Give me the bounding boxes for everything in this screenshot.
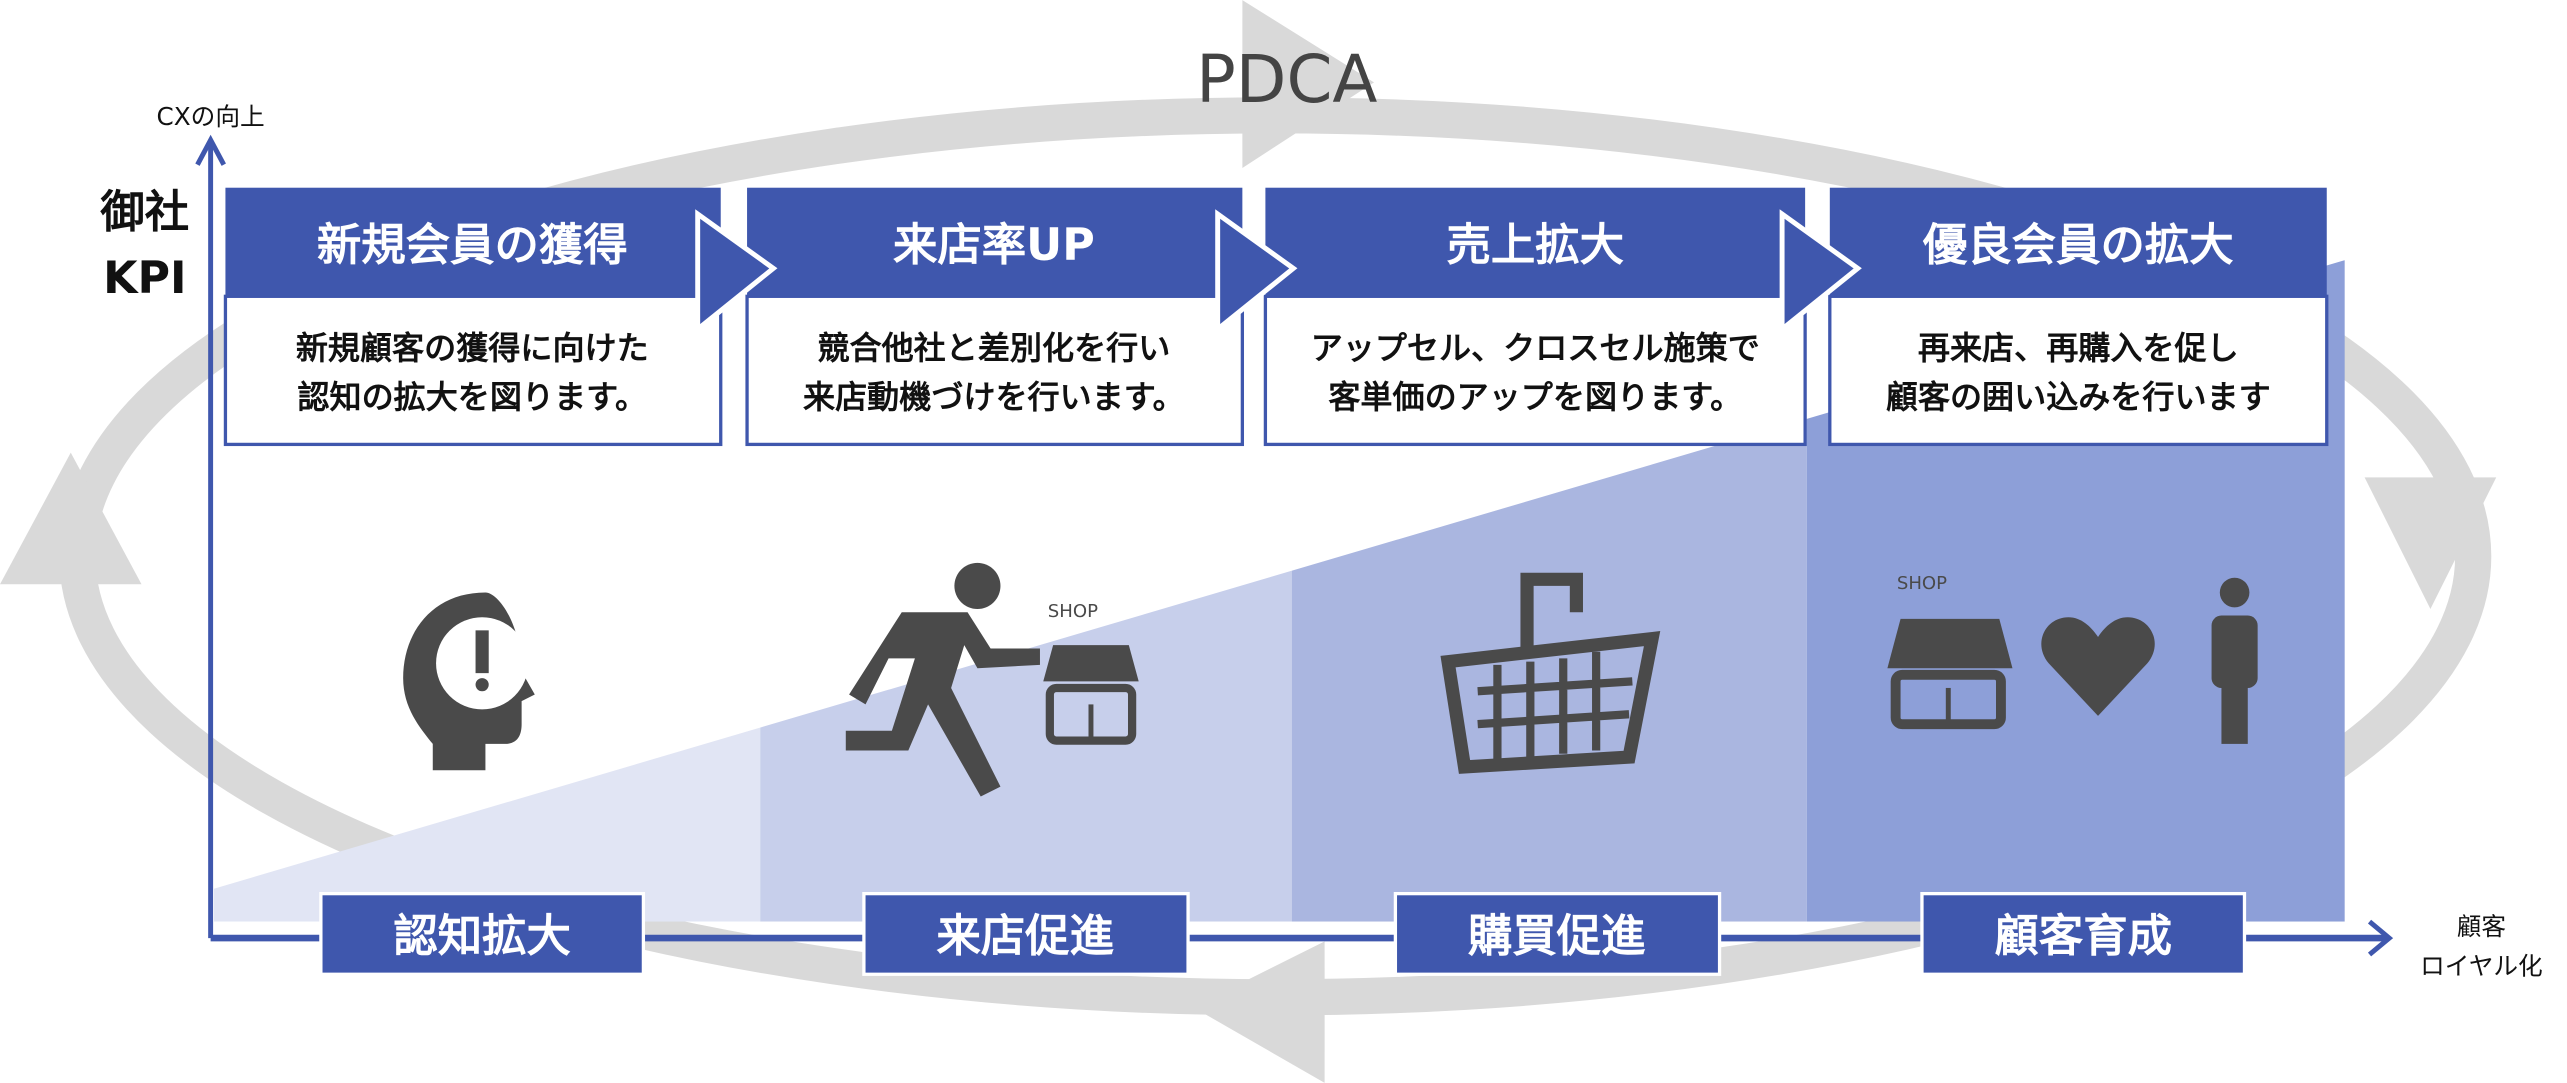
kpi-label-line1: 御社 (99, 187, 189, 238)
step-card-4: 優良会員の拡大 再来店、再購入を促し 顧客の囲い込みを行います (1828, 187, 2329, 447)
step-header: 来店率UP (893, 220, 1095, 271)
step-desc-line2: 客単価のアップを図ります。 (1328, 378, 1742, 416)
step-desc-line1: 再来店、再購入を促し (1918, 329, 2239, 367)
stage-text: 購買促進 (1468, 911, 1646, 962)
cycle-arrow-down-icon (2364, 477, 2497, 609)
step-desc-line1: 新規顧客の獲得に向けた (296, 329, 649, 367)
step-header: 新規会員の獲得 (317, 220, 628, 271)
stage-label-1: 認知拡大 (319, 891, 646, 976)
chevron-right-icon (1779, 209, 1862, 335)
pdca-cycle (0, 0, 2497, 1083)
step-desc-line2: 来店動機づけを行います。 (803, 378, 1185, 416)
chevron-right-icon (695, 209, 778, 335)
cycle-arrow-up-icon (0, 452, 142, 585)
step-card-2: 来店率UP 競合他社と差別化を行い 来店動機づけを行います。 (745, 187, 1245, 447)
step-desc-line2: 顧客の囲い込みを行います (1886, 378, 2271, 416)
stage-label-4: 顧客育成 (1920, 891, 2247, 976)
y-axis-label: CXの向上 (157, 102, 265, 131)
shopping-basket-icon (1440, 572, 1661, 774)
step-desc-line1: アップセル、クロスセル施策で (1311, 329, 1760, 367)
x-axis-arrow-icon (2367, 919, 2394, 957)
stage-label-2: 来店促進 (862, 891, 1190, 976)
stage-label-3: 購買促進 (1393, 891, 1722, 976)
chevron-right-icon (1215, 209, 1298, 335)
step-header: 優良会員の拡大 (1922, 220, 2234, 271)
x-axis-label-line1: 顧客 (2457, 912, 2506, 941)
kpi-label-line2: KPI (103, 253, 186, 304)
stage-text: 認知拡大 (393, 911, 571, 962)
cycle-arrow-left-icon (1192, 941, 1325, 1083)
x-axis-label-line2: ロイヤル化 (2420, 951, 2543, 980)
step-card-1: 新規会員の獲得 新規顧客の獲得に向けた 認知の拡大を図ります。 (223, 187, 723, 447)
shop-sign: SHOP (1048, 601, 1098, 622)
step-desc-line1: 競合他社と差別化を行い (817, 329, 1170, 367)
stage-text: 顧客育成 (1994, 911, 2172, 962)
cycle-arrow-right-icon (1242, 0, 1375, 168)
shop-sign: SHOP (1897, 573, 1947, 594)
step-card-3: 売上拡大 アップセル、クロスセル施策で 客単価のアップを図ります。 (1263, 187, 1807, 447)
shop-heart-person-icon: SHOP (1887, 573, 2258, 744)
y-axis-arrow-icon (195, 134, 226, 166)
step-desc-line2: 認知の拡大を図ります。 (297, 378, 647, 416)
stage-text: 来店促進 (936, 911, 1114, 962)
head-exclamation-icon (403, 592, 535, 771)
step-header: 売上拡大 (1446, 220, 1624, 271)
pdca-title: PDCA (1196, 41, 1377, 118)
